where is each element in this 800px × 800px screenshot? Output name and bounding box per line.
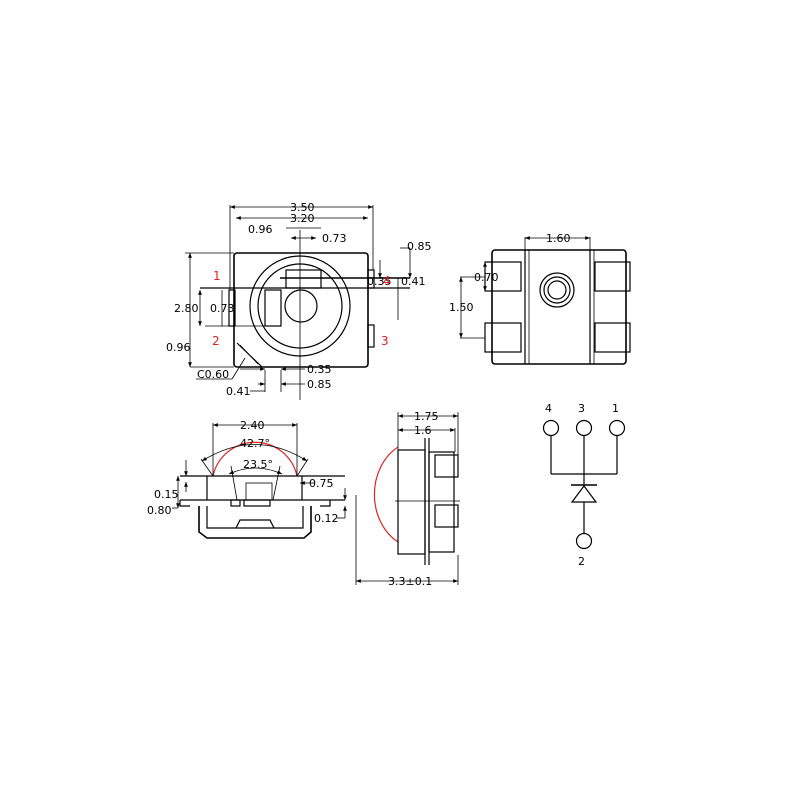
dim-step: 0.15 xyxy=(154,488,179,501)
top-pad-upper xyxy=(285,269,322,289)
dim-inner-depth: 1.6 xyxy=(414,424,432,437)
dim-left-height: 2.80 xyxy=(174,302,199,315)
pin-label-1: 1 xyxy=(213,269,221,283)
schematic-pin-1 xyxy=(608,419,626,437)
dim-left-bottom: 0.96 xyxy=(166,341,191,354)
dim-angle-inner: 23.5° xyxy=(243,458,273,471)
dim-center-width: 1.60 xyxy=(546,232,571,245)
top-body-outline xyxy=(233,252,369,368)
dim-inner-width: 3.20 xyxy=(290,212,315,225)
dim-pad-width-a: 0.96 xyxy=(248,223,273,236)
pin-label-2: 2 xyxy=(212,334,220,348)
schematic-pin-2-label: 2 xyxy=(578,555,585,568)
die-circle xyxy=(284,289,318,323)
dim-pad-width-b: 0.73 xyxy=(322,232,347,245)
pin-label-3: 3 xyxy=(381,334,389,348)
dim-bottom-b: 0.85 xyxy=(307,378,332,391)
top-view: 3.50 3.20 0.96 0.73 0.85 0.35 0.41 2.80 … xyxy=(166,201,432,400)
dim-pad-height: 0.70 xyxy=(474,271,499,284)
dim-body-depth: 1.75 xyxy=(414,410,439,423)
side-view: 2.40 42.7° 23.5° 0.75 0.15 0.80 0.12 xyxy=(147,419,347,539)
dim-cavity: 0.75 xyxy=(309,477,334,490)
bottom-body-outline xyxy=(491,249,627,365)
dim-right-gap: 0.35 xyxy=(367,275,392,288)
dim-lens-width: 2.40 xyxy=(240,419,265,432)
dim-bottom-c: 0.41 xyxy=(226,385,251,398)
dim-overall-width: 3.50 xyxy=(290,201,315,214)
bottom-ring-outer xyxy=(539,272,575,308)
dim-body-height: 0.80 xyxy=(147,504,172,517)
dim-total-height: 3.3±0.1 xyxy=(388,575,432,588)
schematic-pin-4 xyxy=(542,419,560,437)
bottom-pad-tr xyxy=(594,261,631,292)
lead-frame-outer xyxy=(198,506,312,539)
schematic: 4 3 1 2 xyxy=(542,402,626,568)
dim-bottom-a: 0.35 xyxy=(307,363,332,376)
top-right-tab-lower xyxy=(367,324,375,348)
profile-body xyxy=(397,449,426,555)
dim-pad-pitch: 1.50 xyxy=(449,301,474,314)
dim-right-top: 0.85 xyxy=(407,240,432,253)
schematic-pin-2 xyxy=(575,532,593,550)
pin-label-4: 4 xyxy=(383,274,391,288)
schematic-pin-3-label: 3 xyxy=(578,402,585,415)
dim-right-pad: 0.41 xyxy=(401,275,426,288)
schematic-pin-1-label: 1 xyxy=(612,402,619,415)
bottom-pad-bl xyxy=(484,322,522,353)
schematic-pin-3 xyxy=(575,419,593,437)
dim-angle-outer: 42.7° xyxy=(240,437,270,450)
bottom-view: 1.60 0.70 1.50 xyxy=(449,232,631,365)
dim-chamfer: C0.60 xyxy=(197,368,229,381)
profile-lens-arc xyxy=(373,446,399,543)
diode-triangle-icon xyxy=(570,485,598,503)
top-pad-left xyxy=(264,289,282,327)
dim-lead: 0.12 xyxy=(314,512,339,525)
bottom-pad-br xyxy=(594,322,631,353)
profile-view: 1.75 1.6 3.3±0.1 xyxy=(355,410,460,588)
schematic-pin-4-label: 4 xyxy=(545,402,552,415)
dim-left-pad: 0.73 xyxy=(210,302,235,315)
lens-dome-arc xyxy=(212,441,298,477)
